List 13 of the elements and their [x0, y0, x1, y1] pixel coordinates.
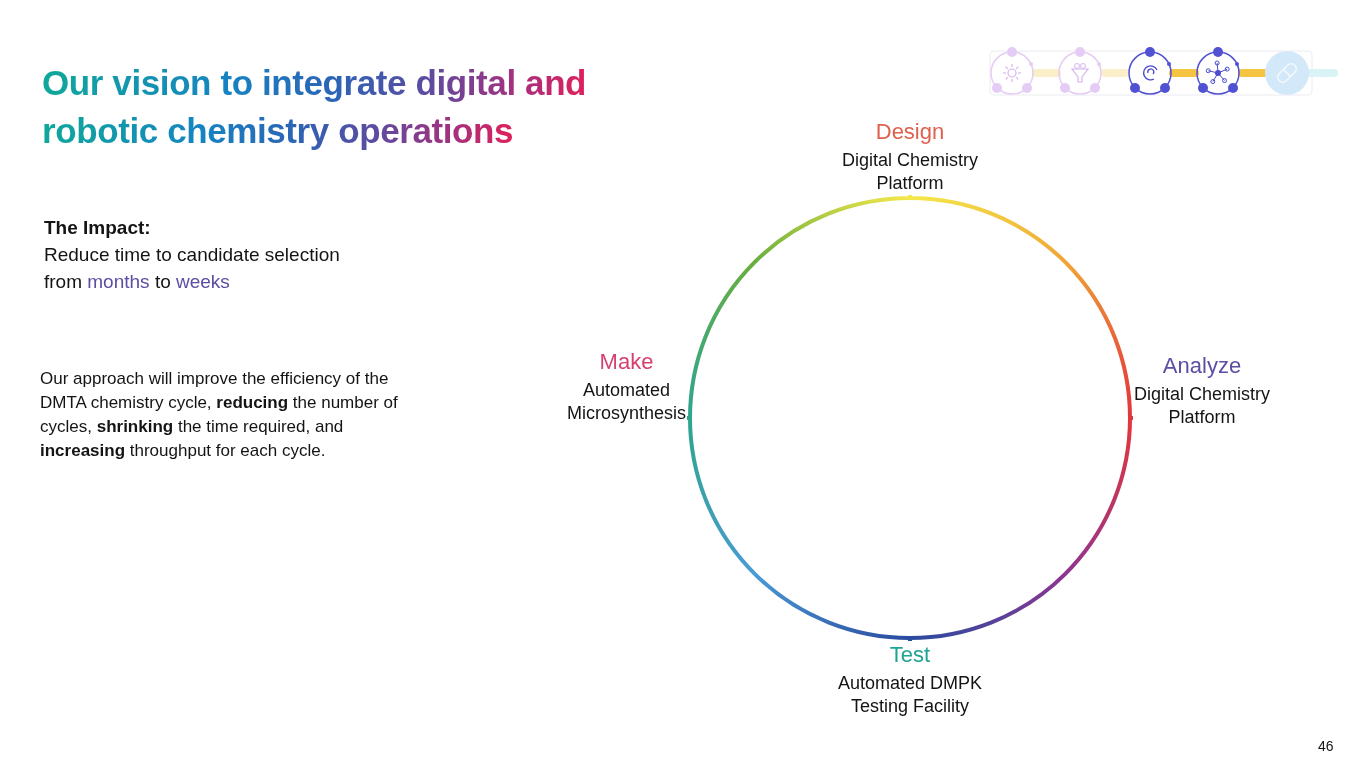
page-number: 46	[1318, 737, 1335, 755]
stage-name: Make	[599, 348, 654, 376]
body-paragraph: Our approach will improve the efficiency of the DMTA chemistry cycle, reducing the number of cycles, shrinking the time required, and increasing throughput for each cycle.	[40, 368, 399, 462]
stage-description: Automated DMPK Testing Facility	[837, 672, 983, 718]
stage-name: Test	[889, 641, 931, 669]
stage-description: Digital Chemistry Platform	[1133, 383, 1271, 429]
stage-name: Analyze	[1162, 352, 1242, 380]
stage-name: Design	[875, 118, 945, 146]
section-heading: The Impact:	[44, 216, 152, 240]
stage-description: Automated Microsynthesis	[566, 379, 687, 425]
stage-description: Digital Chemistry Platform	[841, 149, 979, 195]
ring-arc	[908, 194, 1134, 420]
impact-statement: Reduce time to candidate selection from months to weeks	[44, 243, 341, 294]
